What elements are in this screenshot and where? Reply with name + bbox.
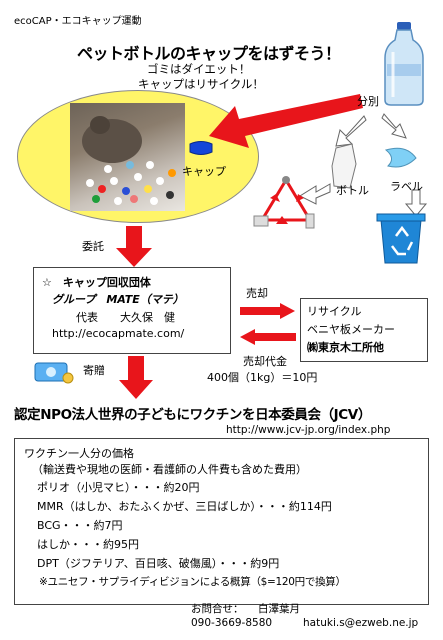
vaccine-item: ポリオ（小児マヒ）・・・約20円 [37,481,200,494]
itaku-label: 委託 [82,240,104,253]
sell-right-arrow-icon [240,303,295,319]
vaccine-item: MMR（はしか、おたふくかぜ、三日ばしか）・・・約114円 [37,500,332,513]
payment-left-arrow-icon [240,329,296,345]
org-url[interactable]: http://ecocapmate.com/ [52,327,185,340]
kizou-label: 寄贈 [83,364,105,377]
contact-name: 白澤葉月 [258,603,300,615]
contact-phone: 090-3669-8580 [191,617,273,629]
vaccine-cost-note: （輸送費や現地の医師・看護師の人件費も含めた費用） [32,463,307,476]
vaccine-item: はしか・・・約95円 [37,538,139,551]
collection-org-box: ☆ キャップ回収団体 グループ MATE（マテ） 代表 大久保 健 http:/… [33,267,231,354]
label-label: ラベル [390,180,423,193]
recycler-box: リサイクル ベニヤ板メーカー ㈱東京木工所他 [300,298,428,362]
jcv-name: 認定NPO法人世界の子どもにワクチンを日本委員会（JCV） [14,407,371,423]
vaccine-footnote: ※ユニセフ・サプライディビジョンによる概算（$=120円で換算） [39,576,346,588]
slogan-diet: ゴミはダイエット！ [147,62,251,76]
baikyaku-label: 売却 [246,287,268,300]
contact-email[interactable]: hatuki.s@ezweb.ne.jp [303,617,419,629]
cat-with-caps-photo [70,103,185,211]
sorting-diagram [253,113,428,264]
kizou-down-arrow-icon [119,356,153,399]
vaccine-item: BCG・・・約7円 [37,519,123,532]
big-red-arrow-icon [209,94,363,148]
tagline: ecoCAP・エコキャップ運動 [14,16,142,27]
jcv-url[interactable]: http://www.jcv-jp.org/index.php [226,424,391,436]
recycler-line1: リサイクル [307,305,362,318]
org-heading: ☆ キャップ回収団体 [42,276,151,289]
org-representative: 代表 大久保 健 [76,311,175,324]
contact-label: お問合せ： [191,603,244,615]
page-title: ペットボトルのキャップをはずそう！ [77,44,341,63]
cap-label: キャップ [182,165,226,178]
vaccine-item: DPT（ジフテリア、百日咳、破傷風）・・・約9円 [37,557,280,570]
itaku-down-arrow-icon [116,226,152,267]
slogan-recycle: キャップはリサイクル！ [138,77,264,91]
vaccine-price-box: ワクチン一人分の価格 （輸送費や現地の医師・看護師の人件費も含めた費用） ポリオ… [14,438,429,605]
payment-label: 売却代金 [243,355,287,368]
org-name: グループ MATE（マテ） [52,293,184,306]
bunbetsu-label: 分別 [357,95,379,108]
exchange-rate: 400個（1kg）＝10円 [207,371,318,384]
plastic-bottle-icon [384,22,424,106]
vaccine-heading: ワクチン一人分の価格 [24,447,134,460]
bottle-label: ボトル [336,184,369,197]
money-icon [34,362,74,384]
recycler-line2: ベニヤ板メーカー [307,323,395,336]
recycler-line3: ㈱東京木工所他 [307,341,384,354]
cap-icon [189,141,213,155]
